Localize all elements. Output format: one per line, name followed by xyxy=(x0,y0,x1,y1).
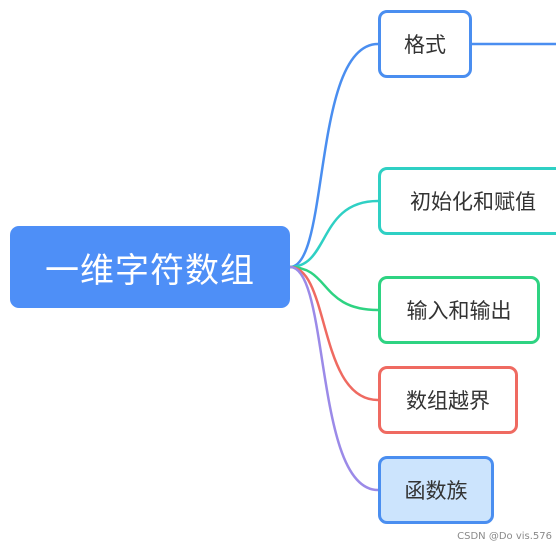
root-node-label: 一维字符数组 xyxy=(45,250,255,291)
node-array-bounds-label: 数组越界 xyxy=(406,389,490,413)
connector-func xyxy=(289,265,379,492)
node-array-bounds[interactable]: 数组越界 xyxy=(378,366,518,434)
node-format[interactable]: 格式 xyxy=(378,10,472,78)
connector-bounds xyxy=(289,265,379,402)
node-input-output-label: 输入和输出 xyxy=(406,299,512,323)
watermark: CSDN @Do vis.576 xyxy=(457,531,552,542)
node-function-family-label: 函数族 xyxy=(404,479,468,503)
connector-init xyxy=(289,199,379,269)
connector-io xyxy=(289,265,379,312)
node-init-assign-label: 初始化和赋值 xyxy=(410,190,536,214)
node-input-output[interactable]: 输入和输出 xyxy=(378,276,540,344)
node-format-label: 格式 xyxy=(404,33,446,57)
root-node[interactable]: 一维字符数组 xyxy=(10,226,290,308)
connector-format xyxy=(289,42,379,269)
node-function-family[interactable]: 函数族 xyxy=(378,456,494,524)
node-init-assign[interactable]: 初始化和赋值 xyxy=(378,167,556,235)
